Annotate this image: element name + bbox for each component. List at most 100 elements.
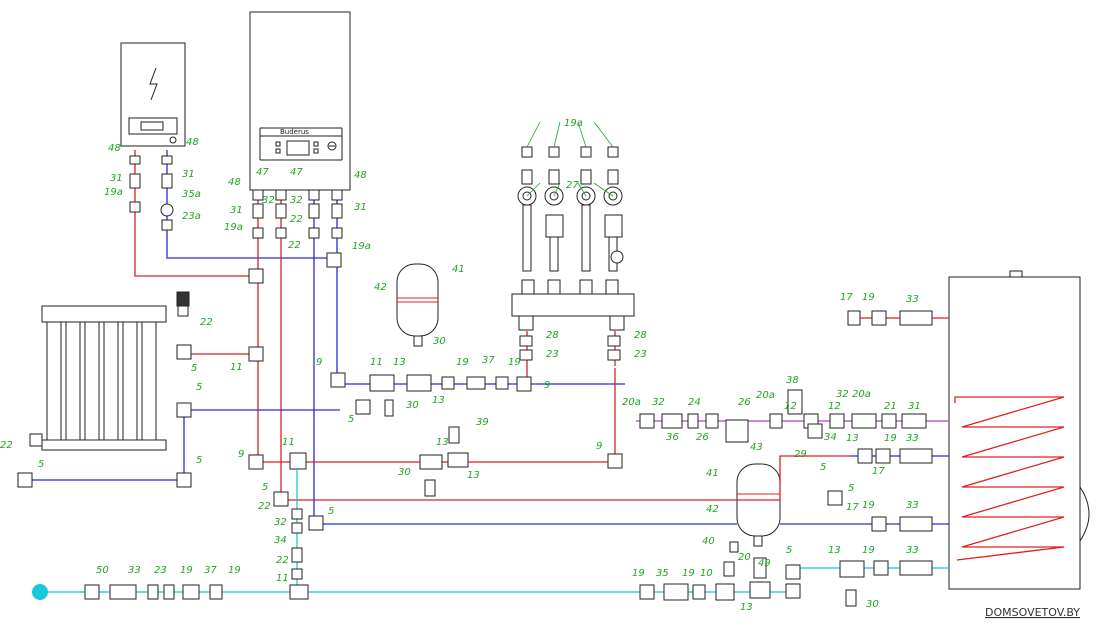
callout-label: 37 [204, 565, 217, 576]
callout-label: 12 [828, 401, 841, 412]
callout-label: 19a [104, 187, 123, 198]
callout-label: 9 [544, 380, 550, 391]
callout-label: 9 [316, 357, 322, 368]
callout-label: 22 [258, 501, 271, 512]
callout-label: 30 [433, 336, 446, 347]
callout-label: 13 [740, 602, 753, 613]
callout-label: 28 [634, 330, 647, 341]
callout-label: 32 [290, 195, 303, 206]
cold-water-inlet-icon [32, 584, 48, 600]
gas-boiler: Buderus [249, 11, 351, 191]
callout-label: 27 [566, 180, 579, 191]
callout-label: 33 [906, 294, 919, 305]
callout-label: 48 [186, 137, 199, 148]
callout-label: 32 [274, 517, 287, 528]
callout-label: 5 [328, 506, 334, 517]
callout-label: 11 [276, 573, 289, 584]
callout-label: 17 [872, 466, 885, 477]
callout-label: 11 [370, 357, 383, 368]
callout-label: 17 [846, 502, 859, 513]
callout-label: 48 [108, 143, 121, 154]
callout-label: 50 [96, 565, 109, 576]
callout-label: 5 [848, 483, 854, 494]
callout-label: 5 [38, 459, 44, 470]
callout-label: 26 [738, 397, 751, 408]
callout-label: 23 [634, 349, 647, 360]
callout-label: 19a [224, 222, 243, 233]
callout-label: 47 [290, 167, 303, 178]
callout-label: 20a [622, 397, 641, 408]
callout-label: 5 [820, 462, 826, 473]
callout-label: 23 [546, 349, 559, 360]
callout-label: 13 [436, 437, 449, 448]
callout-label: 40 [702, 536, 715, 547]
callout-label: 9 [238, 449, 244, 460]
callout-label: 32 [652, 397, 665, 408]
callout-label: 19a [352, 241, 371, 252]
callout-label: 35 [656, 568, 669, 579]
radiator [41, 291, 190, 451]
callout-label: 32 [836, 389, 849, 400]
callout-label: 34 [274, 535, 287, 546]
expansion-tank-heating [396, 263, 439, 347]
callout-label: 31 [908, 401, 921, 412]
callout-label: 12 [784, 401, 797, 412]
callout-label: 39 [476, 417, 489, 428]
callout-label: 20a [756, 390, 775, 401]
callout-label: 43 [750, 442, 763, 453]
callout-label: 24 [688, 397, 701, 408]
callout-label: 41 [452, 264, 465, 275]
callout-label: 28 [546, 330, 559, 341]
callout-label: 33 [906, 545, 919, 556]
pump-group-manifold [511, 146, 635, 331]
callout-label: 19 [682, 568, 695, 579]
pipework [25, 150, 949, 593]
callout-label: 48 [228, 177, 241, 188]
callout-label: 31 [230, 205, 243, 216]
callout-label: 22 [290, 214, 303, 225]
callout-label: 5 [262, 482, 268, 493]
water-heater-tank [948, 270, 1090, 590]
callout-label: 19a [564, 118, 583, 129]
callout-label: 35a [182, 189, 201, 200]
callout-label: 20a [852, 389, 871, 400]
callout-label: 19 [862, 500, 875, 511]
electric-boiler [120, 42, 186, 147]
callout-label: 33 [128, 565, 141, 576]
callout-label: 48 [354, 170, 367, 181]
expansion-tank-dhw [736, 463, 781, 547]
callout-label: 38 [786, 375, 799, 386]
callout-label: 10 [700, 568, 713, 579]
callout-label: 19 [632, 568, 645, 579]
callout-label: 22 [276, 555, 289, 566]
callout-label: 19 [456, 357, 469, 368]
callout-label: 23a [182, 211, 201, 222]
callout-label: 17 [840, 292, 853, 303]
callout-label: 42 [374, 282, 387, 293]
callout-label: 37 [482, 355, 495, 366]
callout-label: 19 [884, 433, 897, 444]
callout-label: 31 [182, 169, 195, 180]
callout-label: 30 [866, 599, 879, 610]
callout-label: 30 [398, 467, 411, 478]
callout-label: 13 [393, 357, 406, 368]
callout-label: 21 [884, 401, 897, 412]
callout-label: 33 [906, 500, 919, 511]
callout-label: 34 [824, 432, 837, 443]
callout-label: 19 [180, 565, 193, 576]
callout-label: 19 [508, 357, 521, 368]
callout-label: 5 [196, 455, 202, 466]
watermark: DOMSOVETOV.BY [985, 606, 1080, 619]
callout-label: 31 [110, 173, 123, 184]
callout-label: 23 [154, 565, 167, 576]
callout-label: 13 [432, 395, 445, 406]
callout-label: 36 [666, 432, 679, 443]
callout-label: 9 [596, 441, 602, 452]
leader-lines [526, 121, 614, 197]
callout-label: 5 [191, 363, 197, 374]
callout-label: 31 [354, 202, 367, 213]
callout-label: 22 [0, 440, 13, 451]
callout-label: 5 [786, 545, 792, 556]
